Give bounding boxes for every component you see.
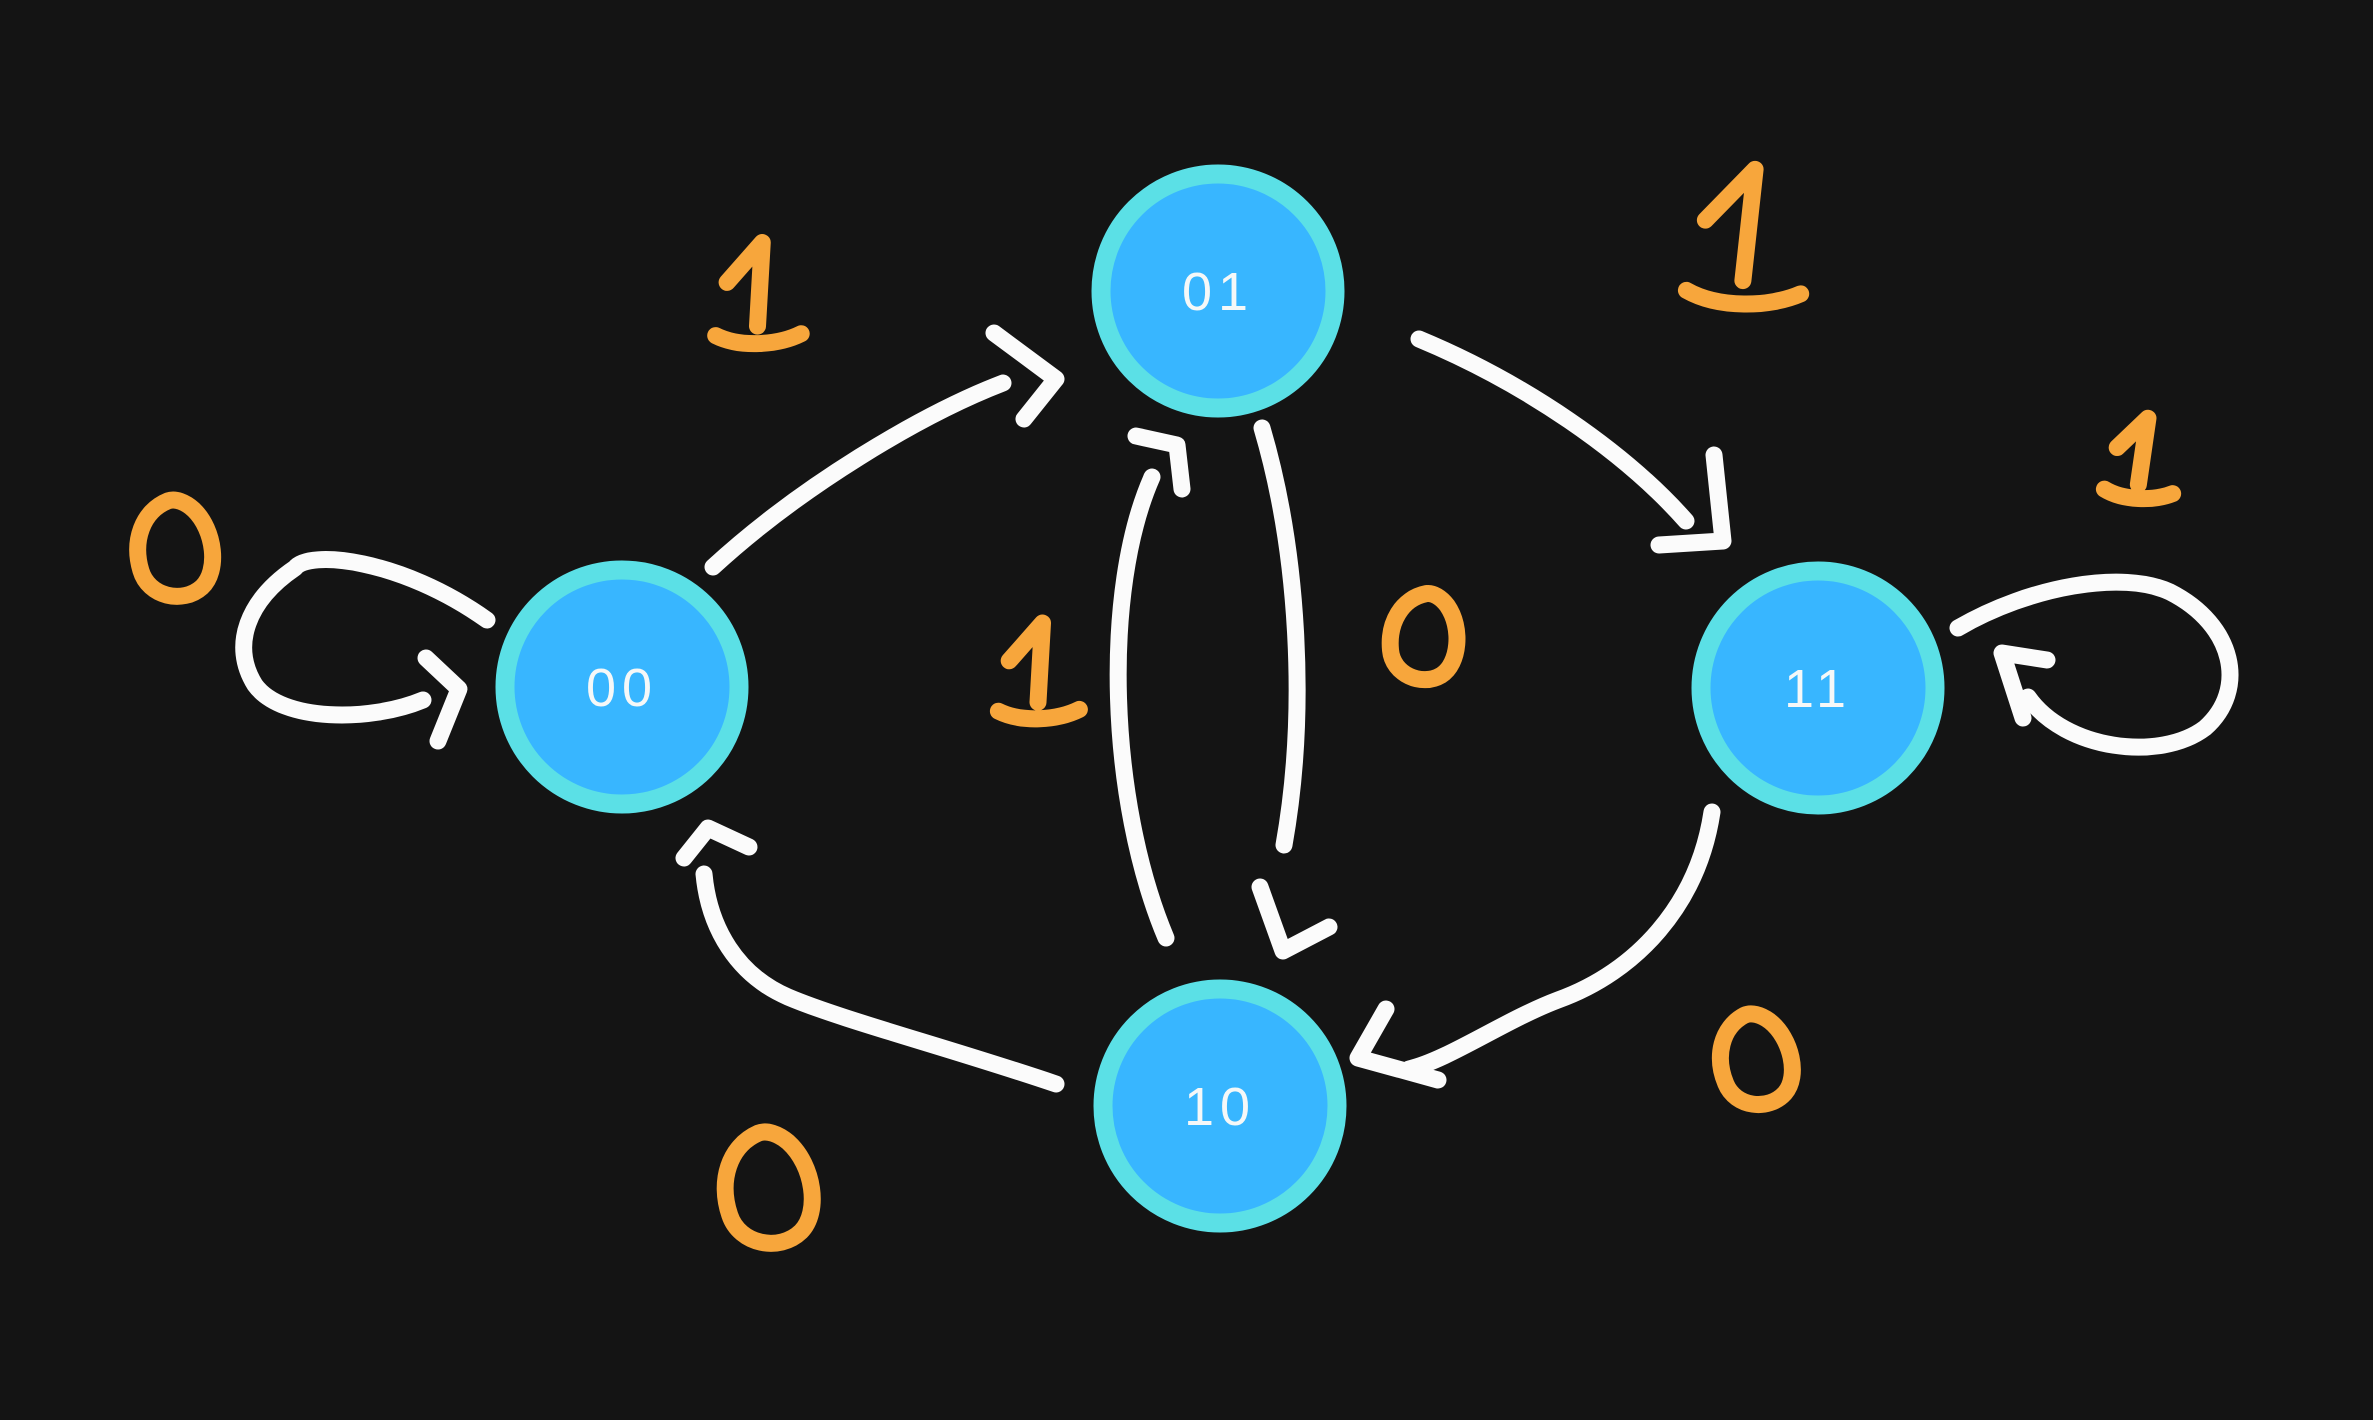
state-node-10[interactable]: 10 [1093,979,1347,1233]
state-node-11[interactable]: 11 [1691,561,1945,815]
node-circle [495,560,749,814]
arrowhead [1127,427,1191,498]
transition-11-to-11[interactable] [1949,573,2239,756]
edge-curve [1400,803,1721,1078]
edge-curve [695,865,1065,1093]
state-node-00[interactable]: 00 [495,560,749,814]
edge-curve [1253,419,1306,854]
node-circle [1091,164,1345,418]
node-circle [1093,979,1347,1233]
edge-label-01-11[interactable] [1686,166,1807,307]
arrowhead [1993,644,2056,727]
digit-glyph [716,243,802,344]
state-node-01[interactable]: 01 [1091,164,1345,418]
transition-00-to-01[interactable] [704,324,1065,576]
arrowhead [675,819,758,867]
node-label: 00 [586,658,658,718]
edge-curve [235,551,496,724]
arrowhead [1349,1000,1447,1089]
edge-label-00-01[interactable] [716,243,802,344]
arrowhead [417,649,468,750]
digit-glyph [1387,590,1461,682]
edge-label-00-self[interactable] [133,496,217,600]
digit-glyph [2104,415,2179,502]
edge-label-11-self[interactable] [2104,415,2179,502]
node-label: 10 [1184,1077,1256,1137]
arrowhead [985,324,1065,428]
edge-curve [1109,468,1175,947]
digit-glyph [717,1126,818,1249]
node-label: 11 [1784,659,1852,719]
edge-curve [1410,330,1695,530]
edge-label-10-01[interactable] [998,623,1079,719]
transition-00-to-00[interactable] [235,551,496,750]
digit-glyph [1686,166,1807,307]
edge-curve [1949,573,2239,756]
node-circle [1691,561,1945,815]
edge-label-01-10[interactable] [1387,590,1461,682]
arrowhead [1251,878,1338,960]
transition-10-to-01[interactable] [1109,427,1191,947]
digit-glyph [133,496,217,600]
digit-glyph [998,623,1079,719]
node-label: 01 [1182,262,1254,322]
edge-label-11-10[interactable] [1711,1007,1799,1111]
transition-11-to-10[interactable] [1349,803,1721,1089]
arrowhead [1650,446,1732,554]
edge-label-10-00[interactable] [717,1126,818,1249]
transition-01-to-11[interactable] [1410,330,1732,554]
digit-glyph [1711,1007,1799,1111]
edge-curve [704,374,1012,576]
transition-01-to-10[interactable] [1251,419,1338,960]
transition-10-to-00[interactable] [675,819,1065,1093]
